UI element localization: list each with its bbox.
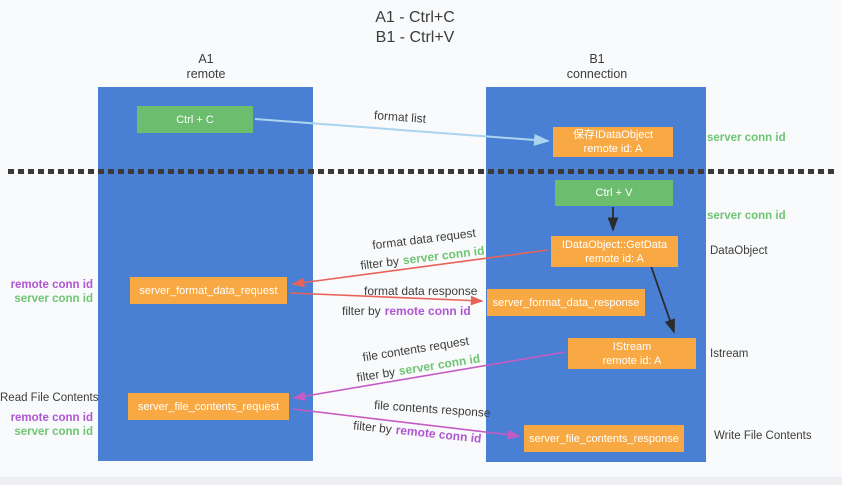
lane-a1-subtitle: remote [186,67,226,81]
lane-header-b1: B1 connection [532,52,662,82]
box-idataobject-getdata: IDataObject::GetData remote id: A [551,236,678,267]
ctrl-c-label: Ctrl + C [176,113,214,126]
box-server-file-contents-response: server_file_contents_response [524,425,684,452]
server-format-data-response-label: server_format_data_response [492,296,640,309]
left-label-remote-conn-id-format: remote conn id [10,279,93,291]
save-idataobject-title: 保存IDataObject [572,129,654,141]
box-ctrl-v: Ctrl + V [555,180,673,206]
left-label-read-file-contents: Read File Contents [0,392,99,404]
istream-title: IStream [612,340,652,353]
lane-a1-title: A1 [198,52,214,66]
save-idataobject-subtitle: remote id: A [583,143,643,155]
getdata-title: IDataObject::GetData [561,238,668,251]
right-label-server-conn-id-top: server conn id [707,132,786,144]
dotted-divider [8,169,835,174]
right-label-write-file-contents: Write File Contents [714,430,812,442]
label-file-contents-response: file contents response [373,397,492,421]
bottom-strip [0,477,842,485]
box-server-format-data-request: server_format_data_request [130,277,287,304]
lane-b1-subtitle: connection [566,67,628,81]
filter-by-text: filter by [359,253,400,273]
title-line-1: A1 - Ctrl+C [375,9,455,26]
filter-by-text: filter by [352,418,393,437]
diagram-title: A1 - Ctrl+C B1 - Ctrl+V [320,8,510,48]
lane-b1-title: B1 [589,52,605,66]
left-label-server-conn-id-file: server conn id [14,426,93,438]
ctrl-v-label: Ctrl + V [595,187,633,199]
remote-conn-id-text: remote conn id [384,304,471,318]
left-label-server-conn-id-format: server conn id [14,293,93,305]
box-istream: IStream remote id: A [568,338,696,369]
remote-conn-id-text: remote conn id [395,422,483,446]
server-file-contents-request-label: server_file_contents_request [137,400,280,413]
getdata-subtitle: remote id: A [585,252,644,265]
label-format-data-response: format data response [364,284,478,298]
box-server-format-data-response: server_format_data_response [487,289,645,316]
left-label-remote-conn-id-file: remote conn id [10,412,93,424]
right-label-istream: Istream [710,348,749,360]
server-file-contents-response-label: server_file_contents_response [529,432,679,445]
box-server-file-contents-request: server_file_contents_request [128,393,289,420]
title-line-2: B1 - Ctrl+V [375,29,455,46]
filter-by-text: filter by [355,364,397,385]
server-format-data-request-label: server_format_data_request [139,284,278,297]
lane-header-a1: A1 remote [141,52,271,82]
right-label-server-conn-id-mid: server conn id [707,210,786,222]
box-save-idataobject: 保存IDataObject remote id: A [553,127,673,157]
label-format-list: format list [373,108,427,126]
right-label-dataobject: DataObject [710,245,768,257]
istream-subtitle: remote id: A [602,354,662,367]
filter-by-text: filter by [342,304,381,318]
box-ctrl-c: Ctrl + C [137,106,253,133]
